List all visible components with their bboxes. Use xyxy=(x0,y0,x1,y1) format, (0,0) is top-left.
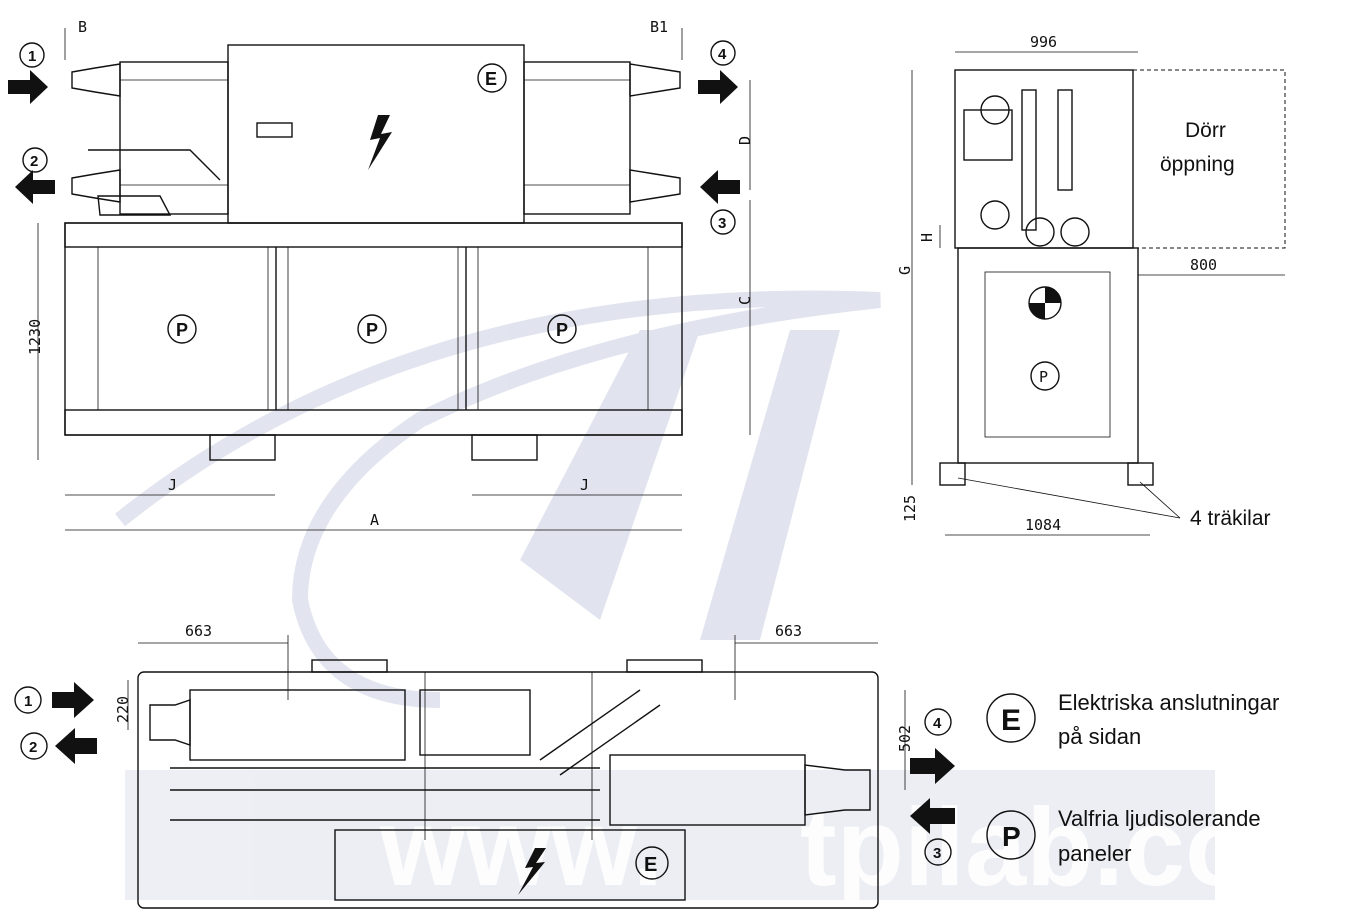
svg-text:2: 2 xyxy=(29,739,37,756)
dim-663-right: 663 xyxy=(775,622,802,640)
side-view: P 996 G H 800 125 1084 xyxy=(896,33,1286,536)
top-e-mark: E xyxy=(644,854,657,876)
svg-text:4: 4 xyxy=(933,715,942,732)
svg-text:1: 1 xyxy=(24,693,32,710)
side-panel-mark: P xyxy=(1039,368,1048,386)
dim-h: H xyxy=(918,233,936,242)
top-lightning-icon xyxy=(518,848,546,895)
dim-996: 996 xyxy=(1030,33,1057,51)
dim-800: 800 xyxy=(1190,256,1217,274)
dim-663-left: 663 xyxy=(185,622,212,640)
top-view: E 1 2 4 3 663 663 220 502 xyxy=(14,622,955,909)
legend: E P xyxy=(986,693,1036,860)
svg-text:4: 4 xyxy=(718,46,727,63)
svg-text:www.: www. xyxy=(379,786,663,909)
legend-p-symbol: P xyxy=(1002,821,1021,852)
dim-j-left: J xyxy=(168,476,177,494)
wedges-label: 4 träkilar xyxy=(1190,507,1271,530)
front-panel-1: P xyxy=(176,320,188,340)
top-arrow-in-1-icon xyxy=(52,682,94,718)
svg-text:tpilab.com: tpilab.com xyxy=(800,786,1350,909)
front-panel-3: P xyxy=(556,320,568,340)
dim-220: 220 xyxy=(114,696,132,723)
arrow-out-4-icon xyxy=(698,70,738,104)
arrow-in-1-icon xyxy=(8,70,48,104)
dim-d: D xyxy=(736,136,754,145)
top-arrow-out-2-icon xyxy=(55,728,97,764)
dim-b: B xyxy=(78,18,87,36)
dim-502: 502 xyxy=(896,725,914,752)
legend-e-symbol: E xyxy=(1001,704,1021,737)
dim-g: G xyxy=(896,266,914,275)
top-frame xyxy=(137,671,879,909)
svg-text:3: 3 xyxy=(933,845,941,862)
lightning-icon xyxy=(368,115,392,170)
legend-p-line2: paneler xyxy=(1058,841,1132,866)
door-label-line1: Dörr xyxy=(1185,119,1226,142)
arrow-in-3-icon xyxy=(700,170,740,204)
top-arrow-out-4-icon xyxy=(910,748,955,784)
legend-p-line1: Valfria ljudisolerande xyxy=(1058,806,1261,831)
dim-125: 125 xyxy=(901,495,919,522)
svg-text:3: 3 xyxy=(718,215,726,232)
front-e-mark: E xyxy=(485,69,497,89)
front-view: E P P P 1 xyxy=(8,18,754,531)
dim-j-right: J xyxy=(580,476,589,494)
legend-e-line2: på sidan xyxy=(1058,724,1142,749)
top-arrow-in-3-icon xyxy=(910,798,955,834)
dim-1230: 1230 xyxy=(26,319,44,355)
door-label-line2: öppning xyxy=(1160,153,1235,176)
dim-1084: 1084 xyxy=(1025,516,1061,534)
svg-text:2: 2 xyxy=(30,153,38,170)
dim-c: C xyxy=(736,296,754,305)
arrow-out-2-icon xyxy=(15,170,55,204)
legend-e-line1: Elektriska anslutningar xyxy=(1058,690,1280,715)
svg-text:1: 1 xyxy=(28,48,36,65)
watermark-logo: www. tpilab.com xyxy=(115,290,1350,909)
front-panel-2: P xyxy=(366,320,378,340)
dim-a: A xyxy=(370,511,379,529)
dim-b1: B1 xyxy=(650,18,668,36)
